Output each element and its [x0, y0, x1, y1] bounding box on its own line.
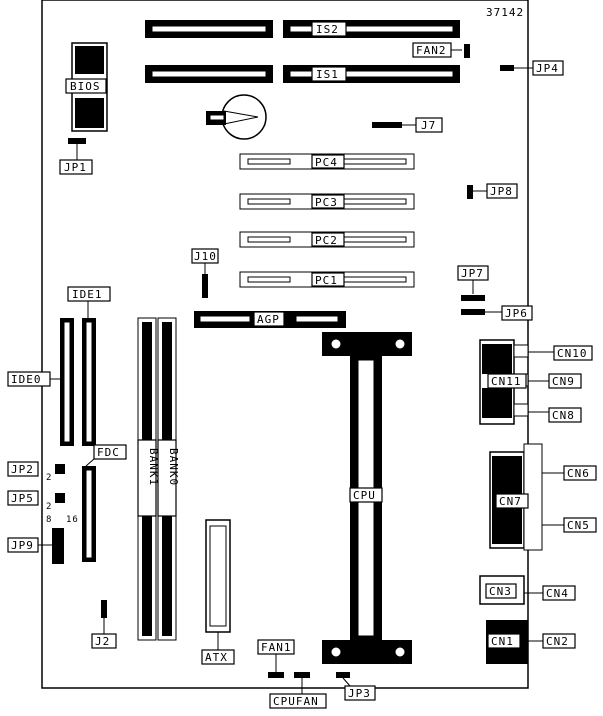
ide1-connector: IDE1: [67, 286, 111, 446]
isa-slot-1: IS1: [145, 65, 460, 83]
j7-label: J7: [421, 119, 436, 132]
jp7-label: JP7: [461, 267, 484, 280]
fdc-label: FDC: [97, 446, 120, 459]
cn11-label: CN11: [491, 375, 522, 388]
jp3-jumper: JP3: [336, 672, 376, 701]
board-id: 37142: [486, 6, 524, 19]
bank0-label: BANK0: [167, 448, 180, 486]
pci1-label: PC1: [315, 274, 338, 287]
jp5-jumper: JP5 2: [7, 490, 65, 512]
agp-slot: AGP: [194, 311, 346, 328]
jp6-jumper: JP6: [461, 305, 533, 321]
cn1-label: CN1: [491, 635, 514, 648]
cn6-cn7-port-stack: CN7 CN6 CN5: [489, 443, 597, 551]
pci4-label: PC4: [315, 156, 338, 169]
cn1-cn2-port: CN1 CN2: [486, 620, 576, 664]
pci-slot-3: PC3: [239, 193, 415, 210]
ide0-label: IDE0: [11, 373, 42, 386]
j10-label: J10: [194, 250, 217, 263]
j7-header: J7: [372, 117, 443, 133]
ide0-connector: IDE0: [7, 318, 74, 446]
jp2-jumper: JP2 2: [7, 461, 65, 483]
cn10-cn11-port-stack: CN10 CN11 CN9 CN8: [479, 339, 593, 425]
j2-header: J2: [91, 600, 117, 649]
cn8-label: CN8: [552, 409, 575, 422]
pci-slot-4: PC4: [239, 153, 415, 170]
cn7-label: CN7: [499, 495, 522, 508]
cpufan-header: CPUFAN: [269, 672, 327, 709]
jp9-jumper: 8 JP9: [7, 515, 64, 564]
jp8-label: JP8: [490, 185, 513, 198]
cn3-label: CN3: [489, 585, 512, 598]
board-outline: [41, 0, 529, 689]
pci-slot-2: PC2: [239, 231, 415, 248]
jp2-pin-mark: 2: [46, 473, 52, 483]
isa2-label: IS2: [316, 23, 339, 36]
isa-slot-2: IS2: [145, 20, 460, 38]
fan1-header: FAN1: [257, 639, 295, 678]
cn2-label: CN2: [546, 635, 569, 648]
jp1-jumper: JP1: [59, 138, 93, 175]
jp6-label: JP6: [505, 307, 528, 320]
cn4-label: CN4: [546, 587, 569, 600]
pci2-label: PC2: [315, 234, 338, 247]
jp8-jumper: JP8: [467, 183, 518, 199]
fan2-label: FAN2: [416, 44, 447, 57]
cn5-label: CN5: [567, 519, 590, 532]
jp4-label: JP4: [536, 62, 559, 75]
jp7-jumper: JP7: [457, 265, 489, 301]
jp9-pin-mark: 8: [46, 515, 52, 525]
j2-label: J2: [95, 635, 110, 648]
pci-slot-1: PC1: [239, 271, 415, 288]
ide1-label: IDE1: [72, 288, 103, 301]
battery: [206, 94, 267, 140]
jp5-pin-mark: 2: [46, 502, 52, 512]
jp3-label: JP3: [348, 687, 371, 700]
cpufan-label: CPUFAN: [273, 695, 319, 708]
atx-power-connector: ATX: [201, 519, 235, 665]
jp1-label: JP1: [64, 161, 87, 174]
bios-chip: BIOS: [65, 42, 108, 132]
atx-label: ATX: [205, 651, 228, 664]
memory-bank-0: BANK0: [157, 317, 180, 641]
jp9-label: JP9: [11, 539, 34, 552]
fdc-connector: FDC 16: [66, 444, 127, 562]
bios-label: BIOS: [70, 80, 101, 93]
agp-label: AGP: [257, 313, 280, 326]
jp5-label: JP5: [11, 492, 34, 505]
cpu-slot: CPU: [322, 332, 412, 664]
cn6-label: CN6: [567, 467, 590, 480]
fan2-header: FAN2: [412, 42, 470, 58]
memory-bank-1: BANK1: [137, 317, 160, 641]
jp4-jumper: JP4: [500, 60, 564, 76]
isa1-label: IS1: [316, 68, 339, 81]
cn3-cn4-port: CN3 CN4: [479, 575, 576, 605]
bank1-label: BANK1: [147, 448, 160, 486]
cn10-label: CN10: [557, 347, 588, 360]
pci3-label: PC3: [315, 196, 338, 209]
fan1-label: FAN1: [261, 641, 292, 654]
fdc-pin-mark: 16: [66, 515, 79, 525]
cpu-label: CPU: [353, 489, 376, 502]
j10-header: J10: [191, 248, 219, 298]
cn9-label: CN9: [552, 375, 575, 388]
jp2-label: JP2: [11, 463, 34, 476]
